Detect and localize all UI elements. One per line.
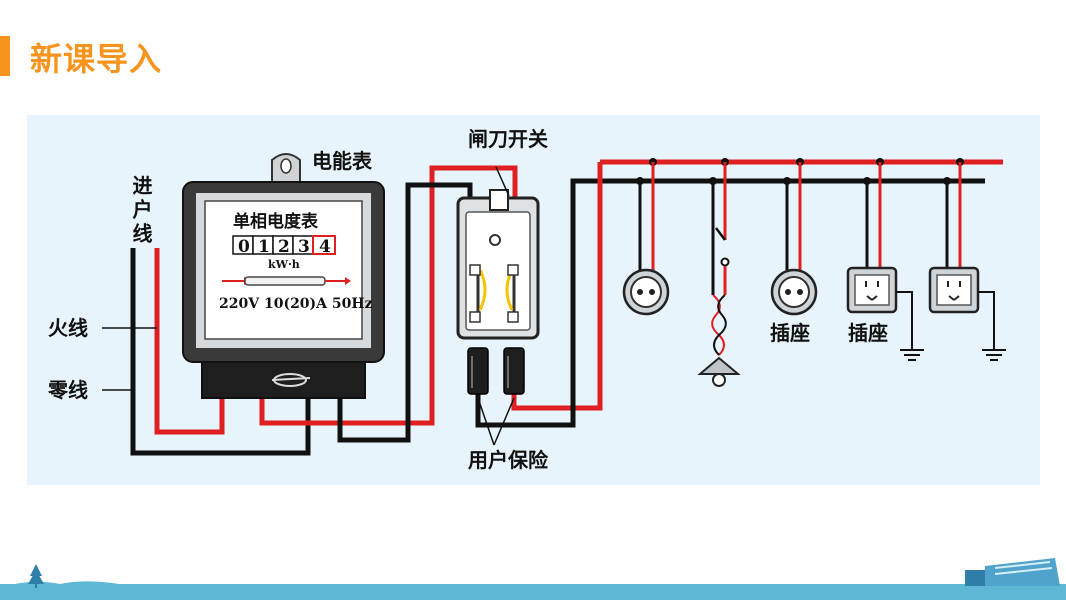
title-accent-bar <box>0 36 10 76</box>
ground-icon-1 <box>900 349 924 361</box>
knife-switch <box>456 189 540 340</box>
three-pin-socket-1 <box>846 266 898 314</box>
meter-digit-boxes <box>232 235 336 255</box>
meter-rating: 220V 10(20)A 50Hz <box>219 296 373 312</box>
meter-rotor-indicator <box>222 276 351 286</box>
electric-meter <box>182 153 385 399</box>
lamp-cord <box>711 294 725 356</box>
fuse-out-live <box>511 162 603 411</box>
ground-icon-2 <box>982 349 1006 361</box>
lamp-icon <box>697 356 741 387</box>
label-user-fuse: 用户保险 <box>468 448 549 472</box>
meter-digit-3: 3 <box>298 237 310 257</box>
footer-building-decoration <box>965 558 1060 586</box>
meter-digit-4: 4 <box>319 237 331 257</box>
label-live-wire: 火线 <box>48 316 88 340</box>
round-socket-2 <box>770 268 818 316</box>
meter-digit-2: 2 <box>278 237 290 257</box>
meter-out-live <box>259 165 518 426</box>
incoming-live-wire <box>154 248 225 435</box>
fuse-right <box>503 347 525 395</box>
label-incoming-line: 进户线 <box>129 175 153 247</box>
meter-name: 单相电度表 <box>233 211 319 232</box>
label-socket-2: 插座 <box>848 321 888 345</box>
diagram-panel: 单相电度表 0 1 2 3 4 kW·h 220V 10(20)A 50Hz <box>27 115 1040 485</box>
round-socket-1 <box>622 268 670 316</box>
meter-unit: kW·h <box>268 258 300 271</box>
meter-digit-0: 0 <box>238 237 250 257</box>
label-neutral-wire: 零线 <box>47 378 88 402</box>
slide-title: 新课导入 <box>30 40 163 78</box>
ground-wire-1 <box>896 291 913 350</box>
ground-wire-2 <box>978 291 995 350</box>
label-socket-1: 插座 <box>770 321 810 345</box>
wiring-diagram: 单相电度表 0 1 2 3 4 kW·h 220V 10(20)A 50Hz <box>47 127 1006 472</box>
meter-digit-1: 1 <box>258 237 270 257</box>
label-meter: 电能表 <box>312 149 373 173</box>
label-knife-switch: 闸刀开关 <box>468 127 548 151</box>
footer-strip <box>0 584 1066 600</box>
three-pin-socket-2 <box>928 266 980 314</box>
footer-island-decoration <box>0 564 130 590</box>
fuse-left <box>467 347 489 395</box>
fuse-out-neutral <box>475 178 585 428</box>
lamp-switch <box>715 227 730 295</box>
